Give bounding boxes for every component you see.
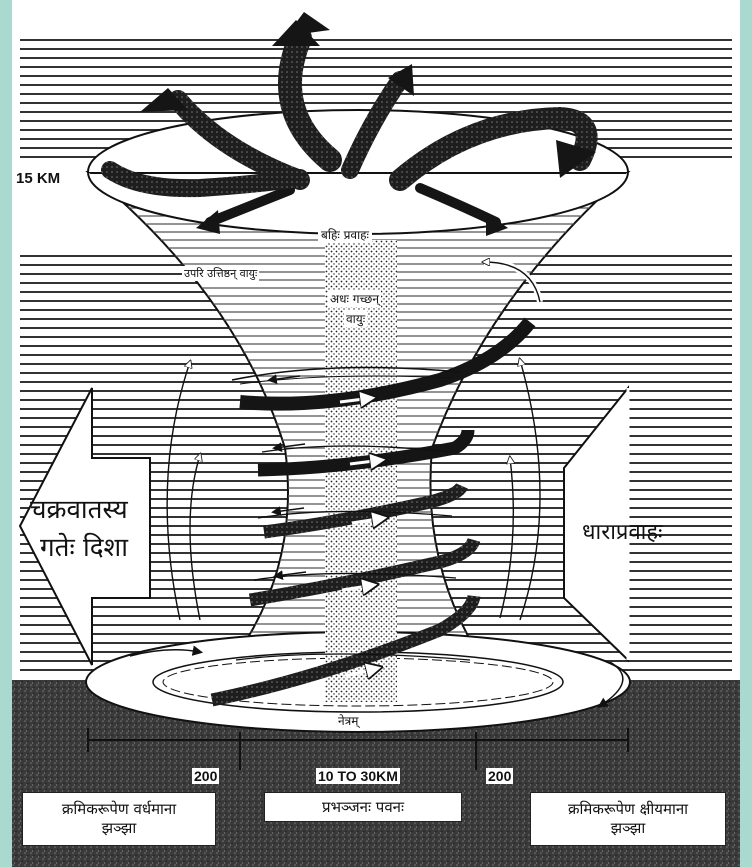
increasing-storm-box: क्रमिकरूपेण वर्धमाना झञ्झा xyxy=(22,792,216,846)
scale-center-value: 10 TO 30KM xyxy=(316,768,400,784)
outflow-label: बहिः प्रवाहः xyxy=(318,226,372,243)
decreasing-storm-line2: झञ्झा xyxy=(611,819,646,838)
scale-left-value: 200 xyxy=(192,768,219,784)
hurricane-winds-box: प्रभञ्जनः पवनः xyxy=(264,792,462,822)
eye-label: नेत्रम् xyxy=(338,712,358,729)
current-label: धाराप्रवाहः xyxy=(582,516,663,546)
hurricane-winds-label: प्रभञ्जनः पवनः xyxy=(322,798,404,817)
scale-right-value: 200 xyxy=(486,768,513,784)
direction-label-line2: गतेः दिशा xyxy=(40,528,128,564)
increasing-storm-line2: झञ्झा xyxy=(102,819,137,838)
increasing-storm-line1: क्रमिकरूपेण वर्धमाना xyxy=(62,800,176,819)
altitude-label: 15 KM xyxy=(14,170,62,187)
decreasing-storm-line1: क्रमिकरूपेण क्षीयमाना xyxy=(568,800,688,819)
direction-label-line1: चक्रवातस्य xyxy=(30,490,128,526)
descending-air-label-line2: वायुः xyxy=(344,310,367,327)
descending-air-label-line1: अधः गच्छन् xyxy=(328,290,381,307)
decreasing-storm-box: क्रमिकरूपेण क्षीयमाना झञ्झा xyxy=(530,792,726,846)
rising-air-label: उपरि उत्तिष्ठन् वायुः xyxy=(182,266,259,281)
